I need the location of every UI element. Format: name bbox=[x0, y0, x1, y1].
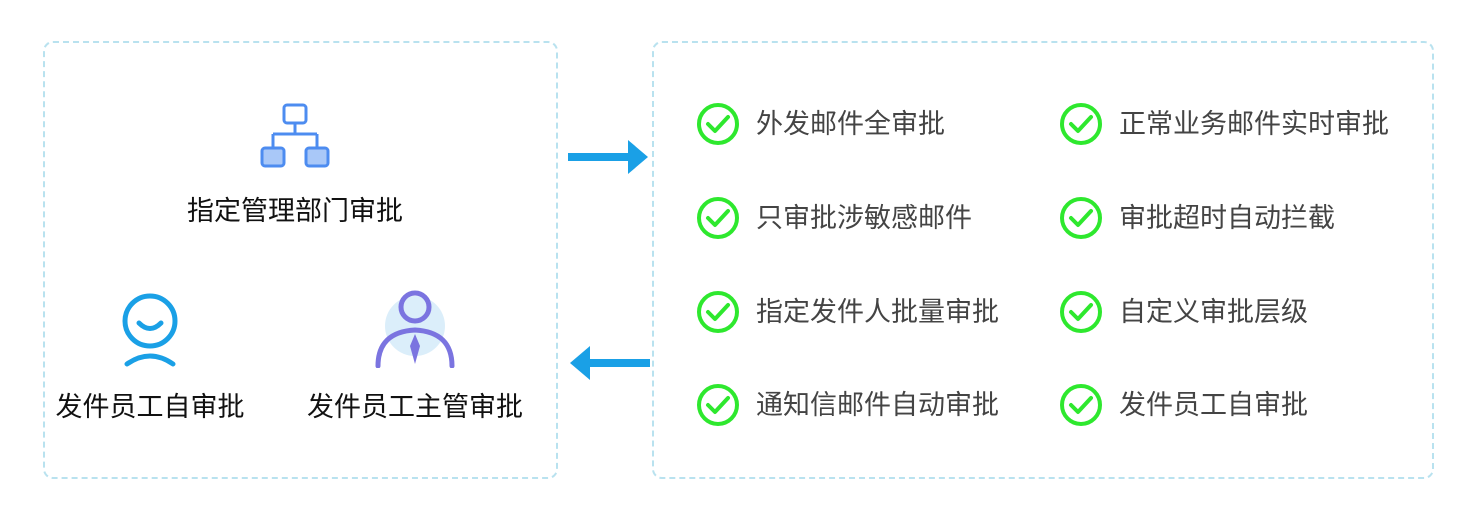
role-label: 发件员工主管审批 bbox=[307, 392, 523, 423]
feature-label: 通知信邮件自动审批 bbox=[756, 389, 999, 421]
feature-label: 审批超时自动拦截 bbox=[1119, 202, 1335, 234]
org-chart-icon bbox=[260, 103, 330, 168]
role-self-approval: 发件员工自审批 bbox=[40, 290, 260, 421]
check-circle-icon bbox=[1060, 384, 1102, 426]
arrow-right-icon bbox=[568, 140, 648, 174]
feature-label: 指定发件人批量审批 bbox=[756, 296, 999, 328]
feature-label: 自定义审批层级 bbox=[1119, 296, 1308, 328]
manager-user-icon bbox=[375, 290, 455, 368]
feature-item: 审批超时自动拦截 bbox=[1059, 196, 1335, 240]
feature-label: 正常业务邮件实时审批 bbox=[1119, 108, 1389, 140]
role-label: 发件员工自审批 bbox=[55, 392, 245, 423]
check-circle-icon bbox=[1060, 197, 1102, 239]
check-circle-icon bbox=[1060, 103, 1102, 145]
feature-item: 外发邮件全审批 bbox=[696, 102, 945, 146]
approver-panel bbox=[43, 41, 558, 479]
feature-item: 自定义审批层级 bbox=[1059, 290, 1308, 334]
feature-label: 只审批涉敏感邮件 bbox=[756, 202, 972, 234]
check-circle-icon bbox=[1060, 291, 1102, 333]
feature-item: 指定发件人批量审批 bbox=[696, 290, 999, 334]
arrow-left-icon bbox=[570, 346, 650, 380]
check-circle-icon bbox=[697, 197, 739, 239]
smiley-user-icon bbox=[122, 293, 178, 367]
feature-item: 只审批涉敏感邮件 bbox=[696, 196, 972, 240]
feature-label: 发件员工自审批 bbox=[1119, 389, 1308, 421]
feature-item: 正常业务邮件实时审批 bbox=[1059, 102, 1389, 146]
check-circle-icon bbox=[697, 384, 739, 426]
feature-item: 发件员工自审批 bbox=[1059, 383, 1308, 427]
role-label: 指定管理部门审批 bbox=[187, 196, 403, 227]
feature-label: 外发邮件全审批 bbox=[756, 108, 945, 140]
feature-panel bbox=[652, 41, 1434, 479]
role-dept-approval: 指定管理部门审批 bbox=[160, 102, 430, 225]
role-manager-approval: 发件员工主管审批 bbox=[290, 290, 540, 421]
check-circle-icon bbox=[697, 291, 739, 333]
check-circle-icon bbox=[697, 103, 739, 145]
feature-item: 通知信邮件自动审批 bbox=[696, 383, 999, 427]
